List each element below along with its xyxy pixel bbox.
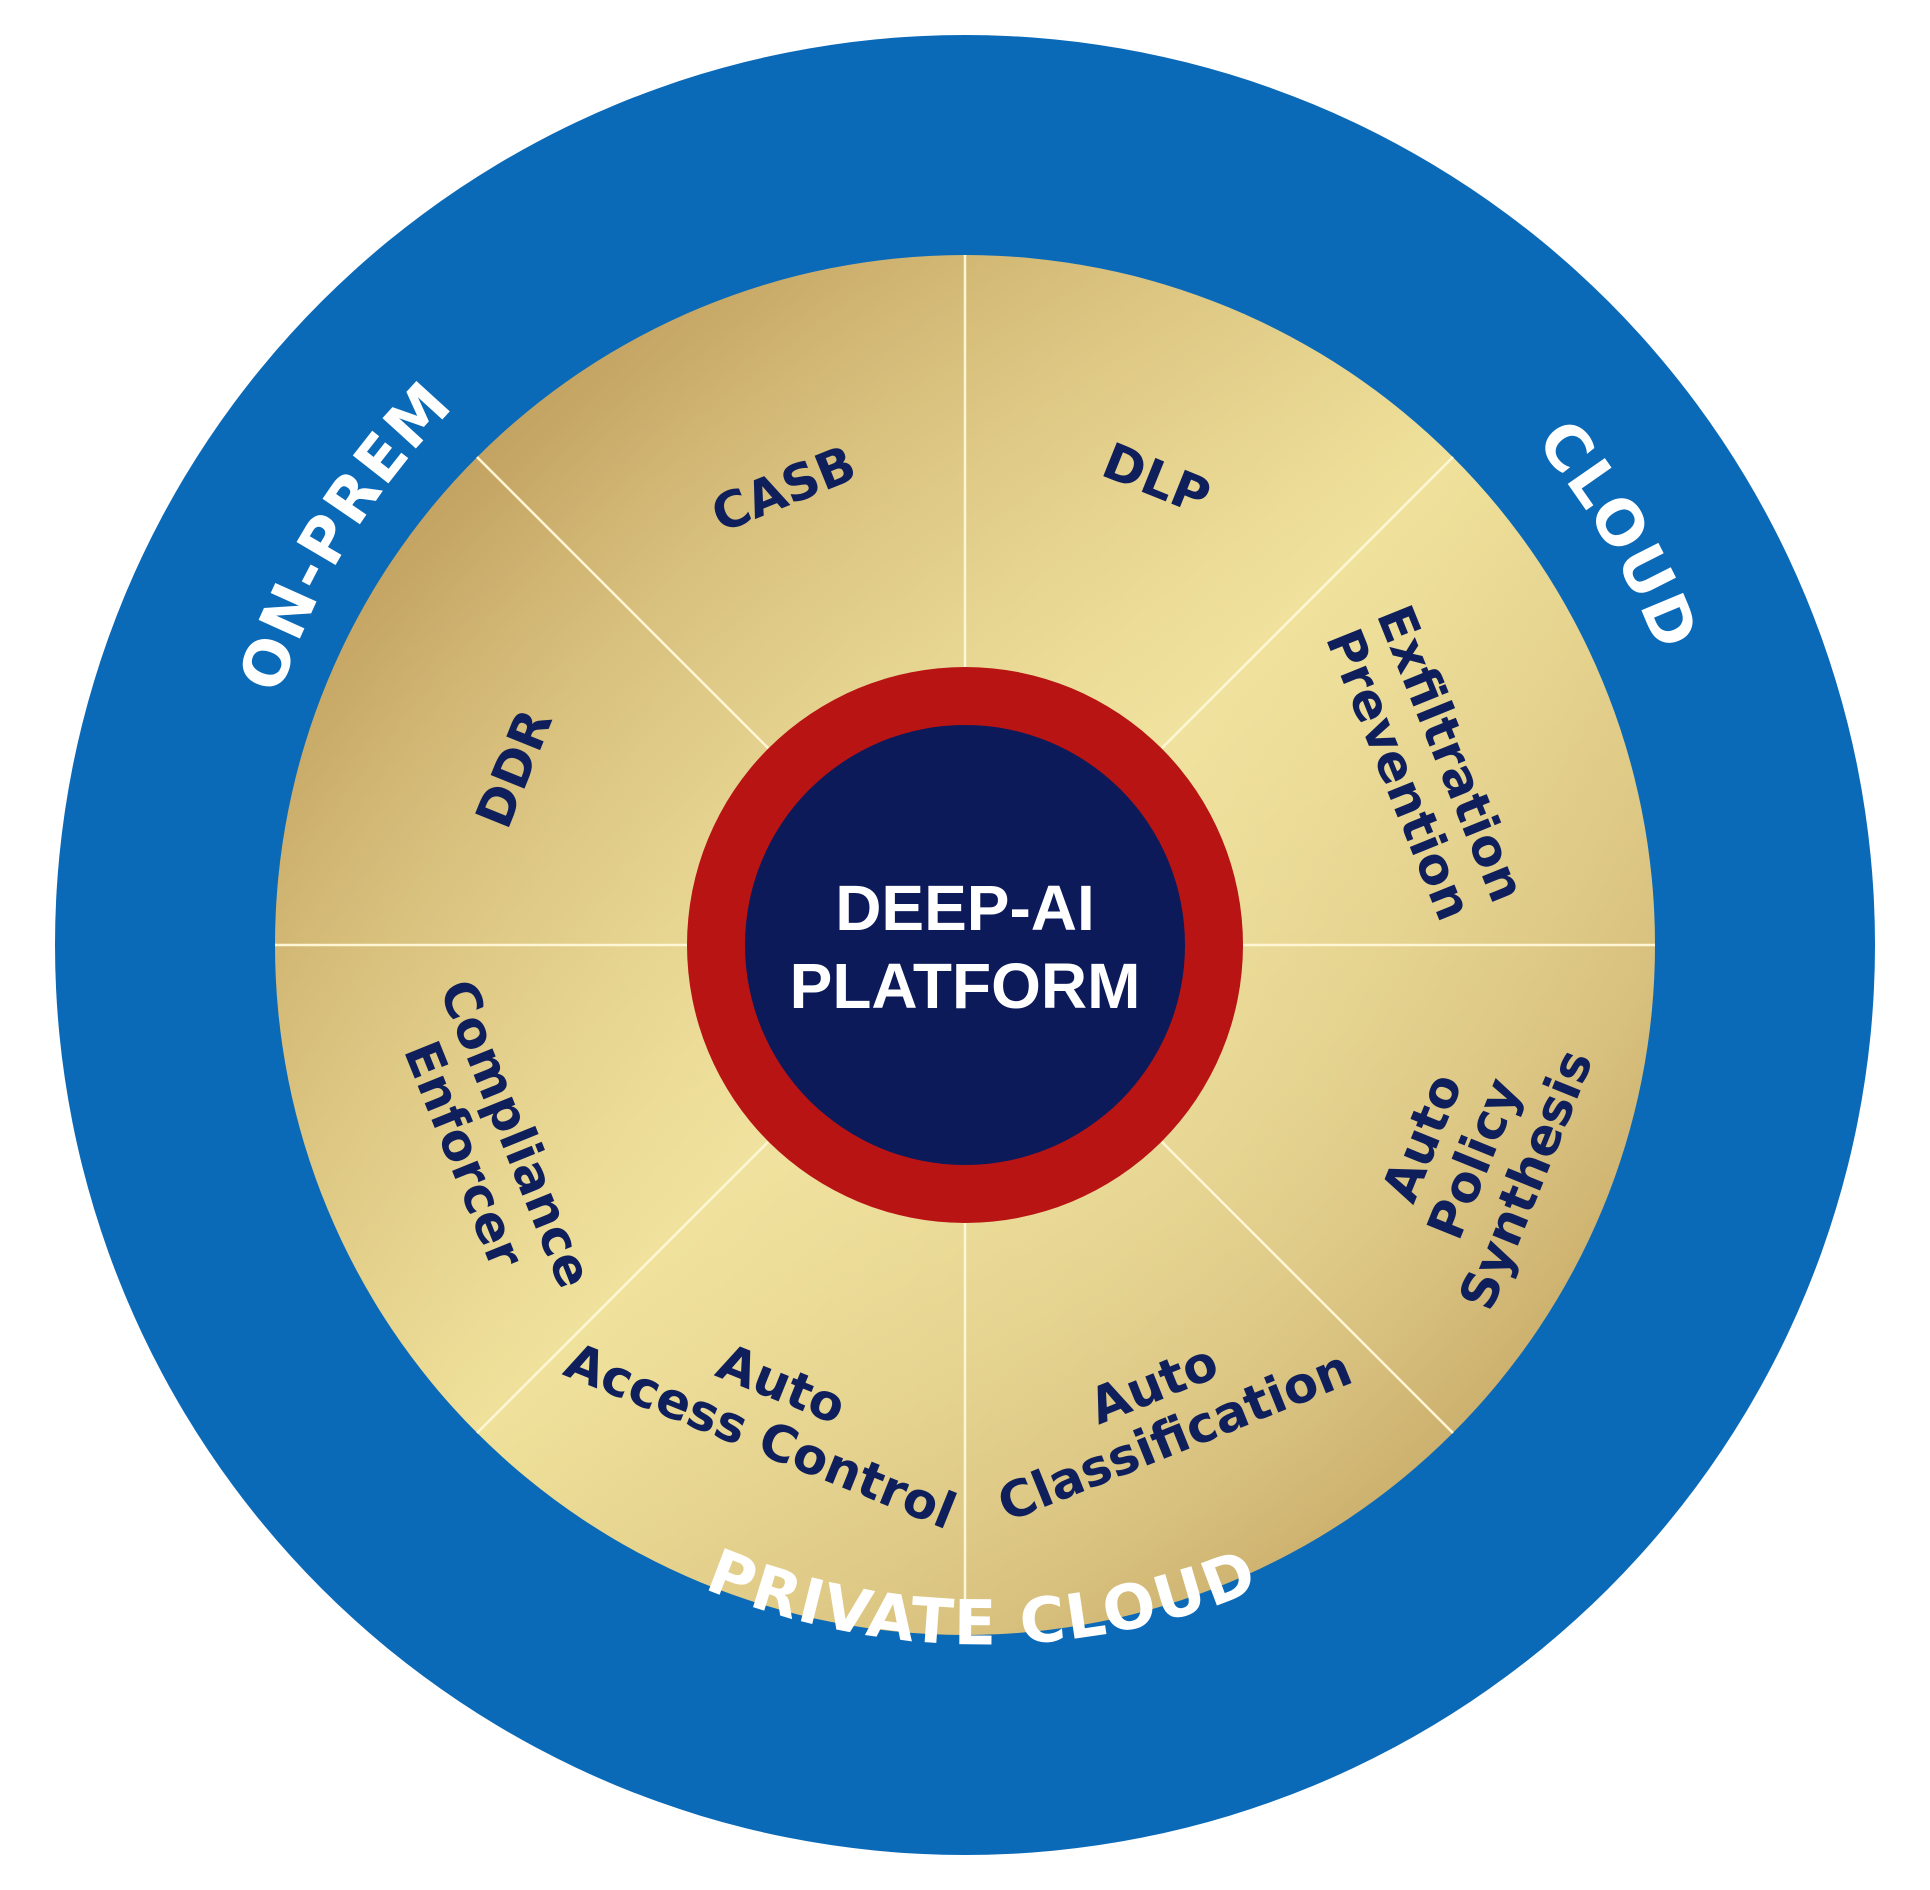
center-title-line-2: PLATFORM xyxy=(790,950,1141,1022)
center-circle xyxy=(745,725,1185,1165)
center-title-line-1: DEEP-AI xyxy=(835,872,1095,944)
